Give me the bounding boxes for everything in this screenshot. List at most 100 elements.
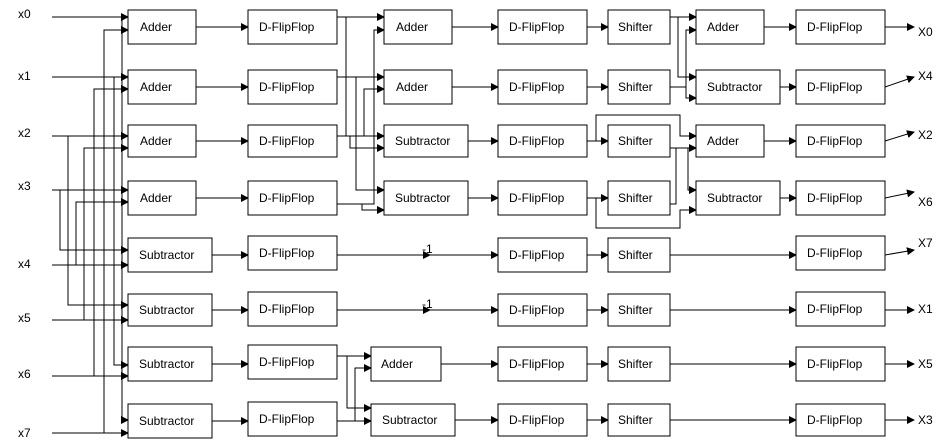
- stage1-block-6-label: Subtractor: [139, 303, 194, 317]
- dff2-row-7: D-FlipFlop: [497, 346, 588, 382]
- dff2-row-6-label: D-FlipFlop: [509, 303, 565, 317]
- stage2-block-2: Adder: [383, 69, 453, 105]
- stage3-block-2-label: Subtractor: [707, 80, 762, 94]
- stage2-to-dff2-wires: [441, 23, 499, 424]
- stage2-block-4-label: Subtractor: [395, 191, 450, 205]
- stage1-block-1-label: Adder: [140, 20, 172, 34]
- stage3-block-3-label: Adder: [707, 134, 739, 148]
- shifter-row-1: Shifter: [607, 9, 671, 45]
- input-label-x5: x5: [18, 311, 31, 325]
- stage2-block-8-label: Subtractor: [382, 413, 437, 427]
- dff1-row-2-label: D-FlipFlop: [259, 80, 315, 94]
- shifter-row-8-label: Shifter: [618, 413, 653, 427]
- stage2-block-3-label: Subtractor: [395, 134, 450, 148]
- dff1-row-7: D-FlipFlop: [247, 344, 338, 380]
- stage1-block-5-label: Subtractor: [139, 248, 194, 262]
- stage2-block-3: Subtractor: [383, 124, 469, 158]
- output-wires: [884, 23, 915, 424]
- stage2-block-7: Adder: [370, 346, 442, 382]
- dff1-row-2: D-FlipFlop: [247, 69, 338, 105]
- stage2-block-7-label: Adder: [381, 357, 413, 371]
- output-label-X4: X4: [918, 69, 933, 83]
- dff1-row-1: D-FlipFlop: [247, 9, 338, 45]
- dff1-row-7-label: D-FlipFlop: [259, 355, 315, 369]
- neg-one-label-row-5: -1: [422, 242, 433, 256]
- dff2-row-6: D-FlipFlop: [497, 293, 588, 327]
- stage1-block-3-label: Adder: [140, 134, 172, 148]
- shifter-row-5: Shifter: [607, 237, 671, 273]
- stage1-block-6: Subtractor: [127, 293, 213, 327]
- shifter-row-5-label: Shifter: [618, 248, 653, 262]
- dff2-row-3: D-FlipFlop: [497, 124, 588, 158]
- input-label-x4: x4: [18, 257, 31, 271]
- dff2-row-4-label: D-FlipFlop: [509, 191, 565, 205]
- dff1-row-5-label: D-FlipFlop: [259, 246, 315, 260]
- shifter-row-2-label: Shifter: [618, 80, 653, 94]
- dff1-row-4: D-FlipFlop: [247, 180, 338, 216]
- input-label-x0: x0: [18, 7, 31, 21]
- dff2-row-2-label: D-FlipFlop: [509, 80, 565, 94]
- dff3-row-7: D-FlipFlop: [795, 346, 886, 382]
- input-label-x6: x6: [18, 367, 31, 381]
- stage1-block-1: Adder: [127, 9, 197, 45]
- shifter-row-3-label: Shifter: [618, 134, 653, 148]
- output-label-X0: X0: [918, 25, 933, 39]
- dff3-row-4-label: D-FlipFlop: [807, 191, 863, 205]
- stage1-block-4: Adder: [127, 180, 197, 216]
- dff3-row-1: D-FlipFlop: [795, 9, 886, 45]
- dff3-row-8-label: D-FlipFlop: [807, 413, 863, 427]
- stage3-block-1-label: Adder: [707, 20, 739, 34]
- shifter-row-6: Shifter: [607, 293, 671, 327]
- stage2-block-4: Subtractor: [383, 180, 469, 216]
- stage1-block-2-label: Adder: [140, 80, 172, 94]
- dff2-row-8: D-FlipFlop: [497, 403, 588, 437]
- dff2-row-3-label: D-FlipFlop: [509, 134, 565, 148]
- dff3-row-3-label: D-FlipFlop: [807, 134, 863, 148]
- stage3-block-2: Subtractor: [695, 69, 781, 105]
- stage2-block-8: Subtractor: [370, 403, 456, 437]
- dff3-row-2-label: D-FlipFlop: [807, 80, 863, 94]
- stage1-block-4-label: Adder: [140, 191, 172, 205]
- dff1-row-8: D-FlipFlop: [247, 401, 338, 437]
- stage2-block-1: Adder: [383, 9, 453, 45]
- stage1-block-8-label: Subtractor: [139, 414, 194, 428]
- dff2-row-4: D-FlipFlop: [497, 180, 588, 216]
- dff1-row-4-label: D-FlipFlop: [259, 191, 315, 205]
- dff3-row-5: D-FlipFlop: [795, 235, 886, 271]
- dff2-row-8-label: D-FlipFlop: [509, 413, 565, 427]
- shifter-row-4-label: Shifter: [618, 191, 653, 205]
- shifter-to-stage3-wires: [670, 13, 797, 424]
- dff2-row-5-label: D-FlipFlop: [509, 248, 565, 262]
- stage1-block-7-label: Subtractor: [139, 357, 194, 371]
- input-label-x1: x1: [18, 69, 31, 83]
- output-label-X6: X6: [918, 195, 933, 209]
- dff1-row-6: D-FlipFlop: [247, 291, 338, 327]
- dff1-row-3-label: D-FlipFlop: [259, 134, 315, 148]
- stage3-block-3: Adder: [695, 124, 765, 158]
- stage1-block-5: Subtractor: [127, 237, 213, 273]
- dff3-row-2: D-FlipFlop: [795, 69, 886, 105]
- dff3-row-7-label: D-FlipFlop: [807, 357, 863, 371]
- shifter-row-2: Shifter: [607, 69, 671, 105]
- dff1-row-5: D-FlipFlop: [247, 235, 338, 271]
- dff1-row-3: D-FlipFlop: [247, 124, 338, 158]
- dff2-row-1: D-FlipFlop: [497, 9, 588, 45]
- stage1-block-8: Subtractor: [127, 403, 213, 439]
- output-label-X5: X5: [918, 357, 933, 371]
- input-label-x7: x7: [18, 426, 31, 440]
- dff1-to-stage2-wires: [337, 13, 499, 425]
- stage2-block-1-label: Adder: [396, 20, 428, 34]
- dff2-row-2: D-FlipFlop: [497, 69, 588, 105]
- stage1-to-dff1-wires: [196, 23, 249, 425]
- shifter-row-7-label: Shifter: [618, 357, 653, 371]
- dff1-row-6-label: D-FlipFlop: [259, 302, 315, 316]
- input-label-x2: x2: [18, 126, 31, 140]
- output-label-X7: X7: [918, 236, 933, 250]
- shifter-row-7: Shifter: [607, 346, 671, 382]
- stage3-block-4: Subtractor: [695, 180, 781, 216]
- output-label-X1: X1: [918, 302, 933, 316]
- stage3-block-4-label: Subtractor: [707, 191, 762, 205]
- output-label-X2: X2: [918, 128, 933, 142]
- dff3-row-1-label: D-FlipFlop: [807, 20, 863, 34]
